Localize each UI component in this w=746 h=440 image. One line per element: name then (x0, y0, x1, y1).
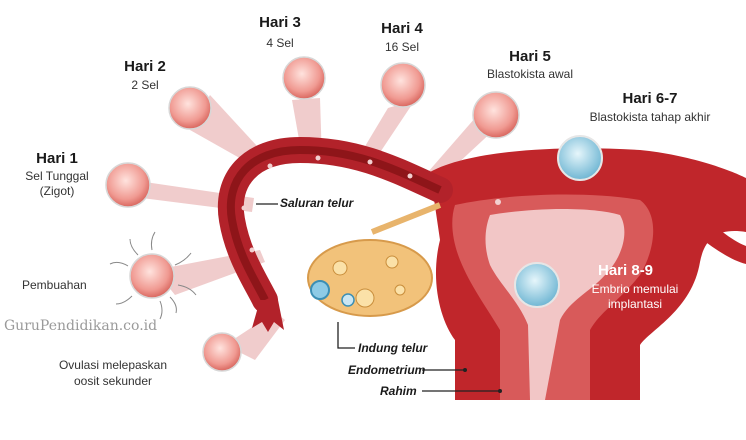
sixteen-cell (380, 62, 426, 108)
endometrium-label: Endometrium (348, 363, 426, 377)
ovulation-line1: Ovulasi melepaskan (58, 358, 168, 372)
stage-circles (105, 56, 603, 372)
uterus-label: Rahim (380, 384, 417, 398)
four-cell (282, 56, 326, 100)
day4-title: Hari 4 (381, 20, 423, 37)
ovary-label: Indung telur (358, 341, 428, 355)
sperm-egg (109, 231, 197, 320)
day3-line1: 4 Sel (266, 36, 294, 50)
day89-line1: Embrio memulai (591, 282, 679, 296)
late-blastocyst (557, 135, 603, 181)
day89-title: Hari 8-9 (598, 262, 654, 279)
secondary-oocyte (202, 332, 242, 372)
day1-line2: (Zigot) (39, 184, 75, 198)
early-blastocyst (472, 91, 520, 139)
two-cell (168, 86, 212, 130)
day89-line2: implantasi (607, 297, 663, 311)
pointer-lines (256, 203, 500, 392)
ovulation-line2: oosit sekunder (73, 374, 153, 388)
tube-label: Saluran telur (280, 196, 354, 210)
day4-line1: 16 Sel (384, 40, 420, 54)
day2-title: Hari 2 (124, 58, 166, 75)
watermark-text: GuruPendidikan.co.id (4, 318, 158, 334)
day67-title: Hari 6-7 (622, 90, 678, 107)
uterus (430, 148, 746, 400)
implanting-embryo (514, 262, 560, 308)
day3-title: Hari 3 (259, 14, 301, 31)
day1-line1: Sel Tunggal (25, 169, 89, 183)
fertilization-label: Pembuahan (22, 278, 87, 292)
day5-line1: Blastokista awal (486, 67, 574, 81)
day1-title: Hari 1 (36, 150, 78, 167)
day5-title: Hari 5 (509, 48, 551, 65)
day67-line1: Blastokista tahap akhir (589, 110, 711, 124)
day2-line1: 2 Sel (131, 78, 159, 92)
fallopian-tube (217, 136, 501, 332)
ovary (307, 202, 442, 317)
zygote-cell (105, 162, 151, 208)
